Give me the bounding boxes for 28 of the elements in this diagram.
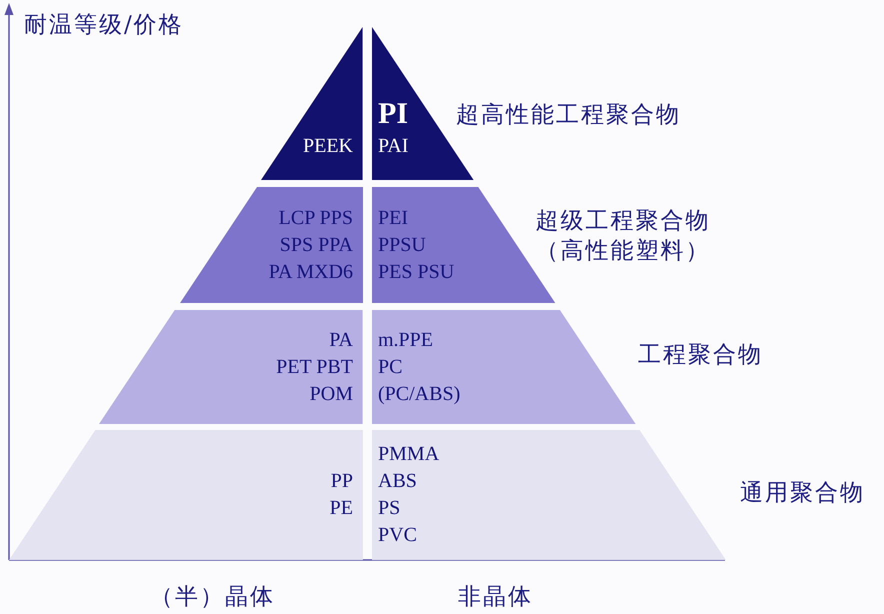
polymer-name: PA <box>329 328 353 352</box>
polymer-name: PET PBT <box>276 354 353 380</box>
polymer-name: (PC/ABS) <box>378 382 460 406</box>
polymer-name: POM <box>310 382 353 406</box>
tier-label: 通用聚合物 <box>740 479 865 508</box>
tier-label: 超高性能工程聚合物 <box>456 101 681 130</box>
axis-title: 耐温等级/价格 <box>24 11 184 40</box>
polymer-name: PES PSU <box>378 260 454 284</box>
polymer-name: PEEK <box>302 134 353 159</box>
polymer-name: PAI <box>378 134 408 159</box>
polymer-name: SPS PPA <box>280 232 353 258</box>
polymer-name: LCP PPS <box>278 206 353 230</box>
polymer-name: m.PPE <box>378 328 434 352</box>
polymer-name: PP <box>330 469 353 494</box>
polymer-name: PVC <box>378 523 417 548</box>
polymer-name: PC <box>378 354 402 380</box>
polymer-name: PI <box>378 96 408 132</box>
category-label: （半）晶体 <box>150 583 275 612</box>
tier-label: 超级工程聚合物（高性能塑料） <box>534 207 712 266</box>
polymer-name: PS <box>378 496 400 521</box>
polymer-name: PA MXD6 <box>268 260 353 284</box>
tier-label: 工程聚合物 <box>638 341 763 370</box>
category-label: 非晶体 <box>458 583 533 612</box>
polymer-name: PMMA <box>378 442 440 467</box>
polymer-name: PE <box>330 496 353 521</box>
polymer-name: PPSU <box>378 232 426 258</box>
polymer-name: PEI <box>378 206 408 230</box>
polymer-name: ABS <box>378 469 417 494</box>
